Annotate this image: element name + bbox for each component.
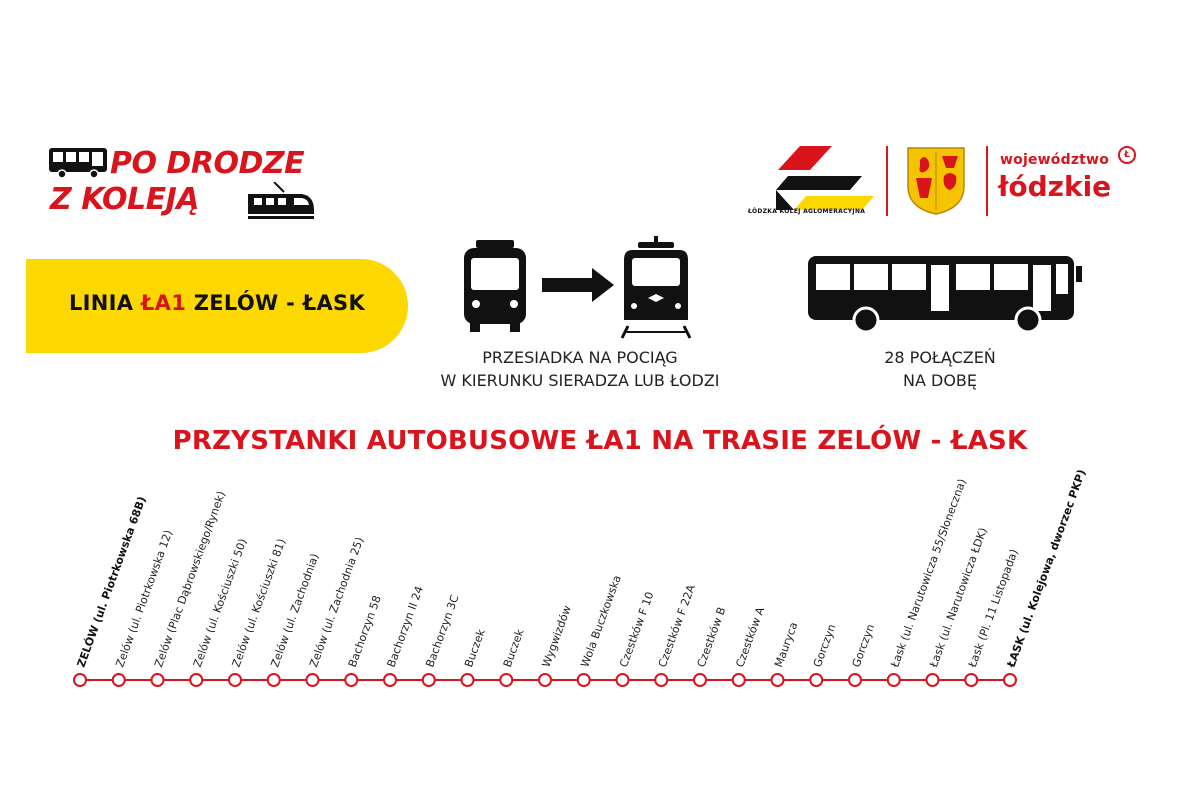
stop-marker (73, 673, 87, 687)
bus-front-icon (464, 240, 526, 332)
line-suffix: ZELÓW - ŁASK (186, 291, 366, 315)
stop-marker (460, 673, 475, 687)
stop-marker (228, 673, 242, 687)
stop-marker (576, 673, 591, 687)
po-drodze-z-koleja-logo: PO DRODZE Z KOLEJĄ (48, 142, 318, 228)
stop-marker (964, 673, 979, 687)
logo-text-line1: PO DRODZE (110, 146, 305, 181)
line-banner-text: LINIA ŁA1 ZELÓW - ŁASK (26, 291, 408, 315)
bus-logo-icon (49, 148, 107, 179)
region-name-big: łódzkie (998, 170, 1112, 203)
stop-marker (731, 673, 746, 687)
stop-marker (305, 673, 320, 687)
lka-caption: ŁÓDZKA KOLEJ AGLOMERACYJNA (748, 208, 866, 215)
stop-marker (189, 673, 204, 687)
stop-label: Wygwizdów (540, 604, 574, 669)
stop-label: Buczek (501, 627, 527, 669)
stop-label: Gorczyn (811, 622, 839, 669)
route-title: PRZYSTANKI AUTOBUSOWE ŁA1 NA TRASIE ZELÓ… (172, 426, 1028, 456)
stop-label: Bachorzyn II 24 (385, 584, 426, 669)
region-mark: Ł (1118, 146, 1136, 164)
stop-marker (848, 673, 862, 687)
stop-marker (344, 673, 359, 687)
route-stops: ZELÓW (ul. Piotrkowska 68B)Zelów (ul. Pi… (73, 468, 1088, 687)
stop-label: ŁASK (ul. Kolejowa, dworzec PKP) (1004, 468, 1088, 670)
stop-label: Gorczyn (850, 622, 878, 669)
stop-marker (809, 673, 824, 687)
logo-divider (886, 146, 888, 216)
line-code: ŁA1 (140, 291, 187, 315)
stop-marker (615, 673, 630, 687)
bus-side-icon (808, 256, 1082, 334)
stop-marker (266, 673, 281, 687)
stop-label: Czestków A (733, 605, 767, 669)
stop-marker (111, 673, 126, 687)
stop-label: Łask (ul. Narutowicza 55/Słoneczna) (888, 477, 969, 670)
stop-marker (499, 673, 514, 687)
stop-marker (150, 673, 165, 687)
transfer-line2: W KIERUNKU SIERADZA LUB ŁODZI (440, 371, 720, 390)
stop-marker (886, 673, 901, 687)
route-diagram: ZELÓW (ul. Piotrkowska 68B)Zelów (ul. Pi… (73, 468, 1088, 687)
stop-marker (383, 673, 397, 687)
connections-line1: 28 POŁĄCZEŃ (884, 348, 996, 367)
train-logo-icon (248, 182, 314, 219)
stop-label: Czestków F 10 (617, 590, 656, 669)
logo-text-line2: Z KOLEJĄ (50, 182, 200, 217)
stop-label: Zelów (Plac Dąbrowskiego/Rynek) (152, 489, 228, 669)
transfer-icons (464, 236, 692, 339)
stop-marker (693, 673, 707, 687)
stop-label: Wola Buczkowska (578, 573, 623, 669)
stop-label: Czestków B (695, 605, 729, 669)
region-name-small: województwo (1000, 152, 1110, 168)
stop-marker (538, 673, 552, 687)
line-banner: LINIA ŁA1 ZELÓW - ŁASK (26, 259, 408, 353)
stop-label: Mauryca (772, 620, 800, 669)
transfer-line1: PRZESIADKA NA POCIĄG (482, 348, 678, 367)
arrow-right-icon (542, 268, 614, 302)
stop-label: Bachorzyn 3C (423, 593, 461, 669)
transfer-caption: PRZESIADKA NA POCIĄG W KIERUNKU SIERADZA… (420, 346, 740, 392)
stop-marker (770, 673, 785, 687)
stop-label: ZELÓW (ul. Piotrkowska 68B) (75, 495, 149, 669)
stop-marker (925, 673, 940, 687)
stop-label: Buczek (462, 627, 488, 669)
stop-label: Bachorzyn 58 (346, 594, 384, 669)
stop-marker (654, 673, 669, 687)
connections-line2: NA DOBĘ (903, 371, 977, 390)
stop-marker (1003, 673, 1017, 687)
lka-logo-icon (776, 146, 874, 210)
logo-divider-2 (986, 146, 988, 216)
coat-of-arms-icon (907, 147, 965, 215)
stop-label: Czestków F 22A (656, 583, 698, 669)
connections-caption: 28 POŁĄCZEŃ NA DOBĘ (840, 346, 1040, 392)
train-front-icon (620, 236, 692, 339)
stop-marker (421, 673, 436, 687)
line-prefix: LINIA (68, 291, 141, 315)
